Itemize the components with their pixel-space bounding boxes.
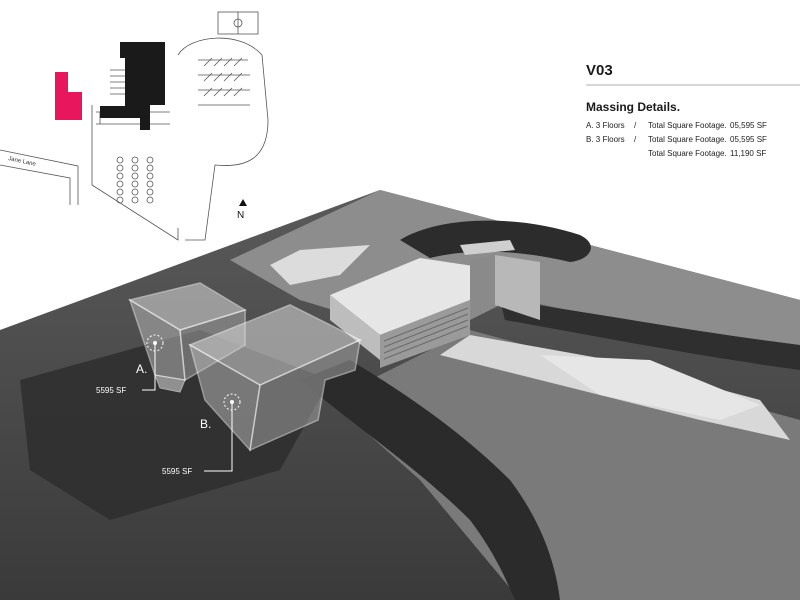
massing-b-marker (204, 393, 241, 472)
site-plan-existing-building (100, 42, 165, 130)
walkway-band-2 (540, 355, 760, 420)
massing-b-label: B. (200, 417, 211, 431)
row-label: Total Square Footage. (648, 135, 727, 144)
existing-building (270, 240, 540, 368)
massing-a-area: 5595 SF (96, 386, 126, 395)
row-value: 05,595 SF (730, 135, 767, 144)
road (300, 360, 560, 600)
north-label: N (237, 210, 244, 221)
title-rule (586, 84, 800, 86)
row-item: B. 3 Floors (586, 135, 625, 144)
massing-a-marker (142, 334, 164, 391)
row-value: 11,190 SF (730, 149, 767, 158)
massing-row: B. 3 Floors / Total Square Footage.05,595 … (586, 133, 800, 147)
row-label: Total Square Footage. (648, 149, 727, 158)
row-separator: / (634, 135, 637, 144)
street-line (0, 149, 79, 205)
north-arrow-icon (239, 199, 247, 206)
site-plan-proposed (55, 72, 82, 120)
parking-lot (400, 220, 591, 262)
row-separator: / (634, 121, 637, 130)
site-model: A. 5595 SF B. 5595 SF (0, 190, 800, 600)
street-label: Jane Lane (8, 156, 37, 168)
row-label: Total Square Footage. (648, 121, 727, 130)
version-title: V03 (586, 62, 613, 79)
parking-trees (116, 156, 154, 204)
massing-row: A. 3 Floors / Total Square Footage.05,595 … (586, 119, 800, 133)
massing-b-area: 5595 SF (162, 467, 192, 476)
parking-stalls (198, 57, 250, 106)
driveway (500, 300, 800, 370)
massing-total-row: Total Square Footage.11,190 SF (586, 147, 800, 161)
massing-heading: Massing Details. (586, 100, 681, 114)
massing-a-label: A. (136, 362, 147, 376)
massing-info-panel: V03 Massing Details. A. 3 Floors / Total S… (586, 62, 800, 161)
row-value: 05,595 SF (730, 121, 767, 130)
row-item: A. 3 Floors (586, 121, 625, 130)
site-plan (0, 11, 269, 241)
